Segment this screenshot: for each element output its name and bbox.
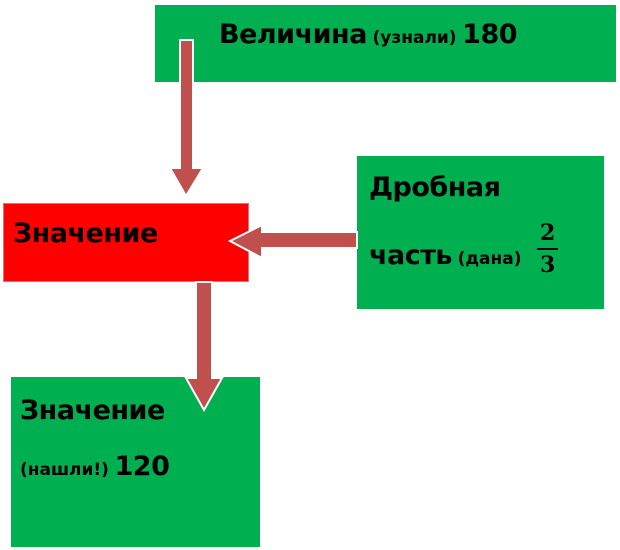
magnitude-note: (узнали) [372,28,457,48]
arrow-down-bottom [184,281,224,413]
magnitude-box: Величина (узнали) 180 [155,5,616,82]
magnitude-text: Величина (узнали) 180 [219,19,518,50]
result-line1: Значение [20,395,165,426]
value-label: Значение [13,218,158,249]
fraction-denominator: 3 [540,252,556,278]
result-line2: (нашли!) 120 [20,451,170,482]
arrow-left-middle [227,223,358,260]
fraction-two-thirds: 2 3 [537,220,559,278]
fraction-bar [537,248,559,250]
fraction-box: Дробная часть (дана) 2 3 [357,156,604,309]
fraction-line2: часть (дана) [369,240,522,271]
fraction-line1: Дробная [369,172,501,203]
result-value: 120 [114,451,170,482]
fraction-numerator: 2 [540,220,556,246]
magnitude-word: Величина [219,19,367,50]
result-note: (нашли!) [20,460,109,480]
result-box: Значение (нашли!) 120 [11,377,260,547]
magnitude-value: 180 [462,19,518,50]
arrow-down-top [168,39,205,198]
fraction-word: часть [369,240,452,271]
value-box: Значение [3,203,249,282]
fraction-note: (дана) [457,249,522,269]
